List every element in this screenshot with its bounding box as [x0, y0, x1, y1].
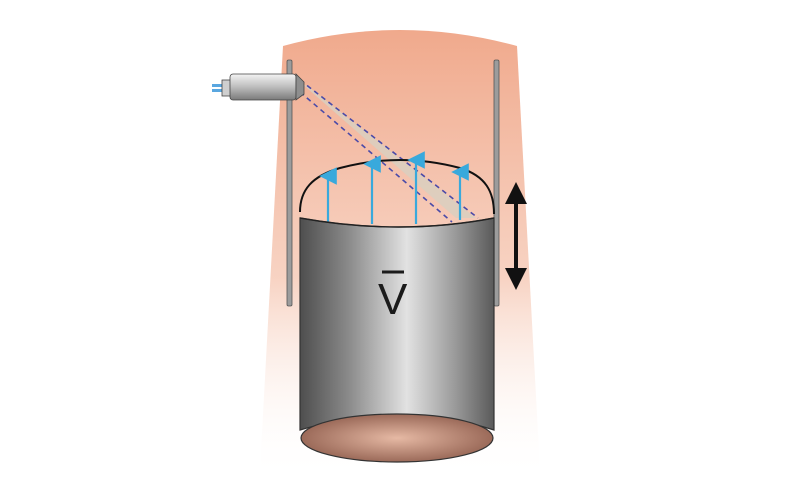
cylinder-top-rim [299, 217, 495, 228]
double-headed-arrow-icon [505, 182, 527, 290]
cylinder-label: V [378, 275, 408, 324]
cylinder-bottom-opening [300, 413, 494, 463]
laser-probe-icon [212, 73, 305, 101]
laser-beam-shade [300, 82, 476, 218]
cylinder-body [299, 217, 495, 431]
left-rail [286, 59, 293, 307]
right-rail [493, 59, 500, 307]
laser-beam-upper [299, 79, 479, 219]
velocity-profile-curve [299, 159, 495, 215]
velocity-arrows [319, 151, 469, 224]
